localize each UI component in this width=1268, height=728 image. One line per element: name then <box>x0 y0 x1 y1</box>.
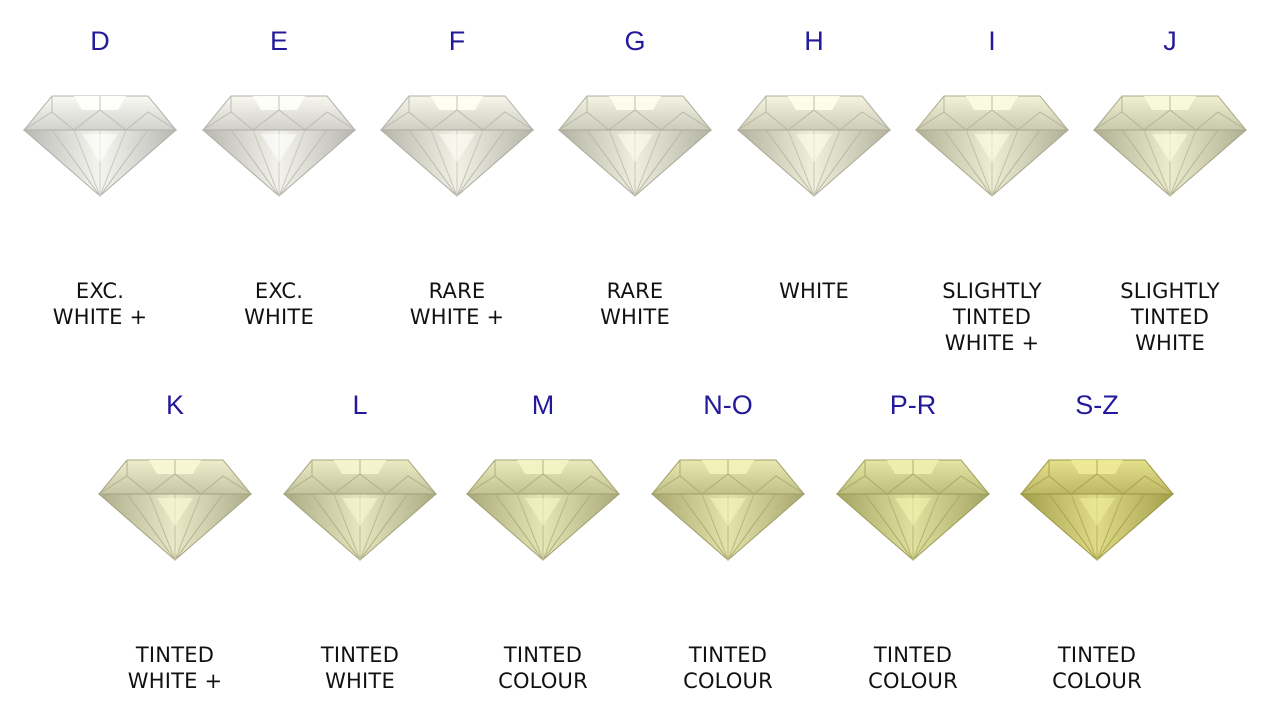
grade-letter: K <box>165 390 184 420</box>
grade-description-line: TINTED <box>503 643 583 667</box>
grade-description-line: TINTED <box>952 305 1032 329</box>
diamond-icon <box>22 92 178 202</box>
grade-letter: F <box>448 26 466 56</box>
grade-description-line: WHITE <box>600 305 670 329</box>
grade-description-line: TINTED <box>688 643 768 667</box>
grade-description: WHITE <box>724 278 904 304</box>
grade-letter: I <box>988 26 996 56</box>
diamond-icon <box>97 456 253 566</box>
diamond-icon <box>914 92 1070 202</box>
grade-description-line: TINTED <box>1057 643 1137 667</box>
grade-description: EXC.WHITE + <box>10 278 190 330</box>
grade-description-line: TINTED <box>873 643 953 667</box>
grade-description-line: WHITE + <box>409 305 505 329</box>
grade-description-line: WHITE + <box>127 669 223 693</box>
grade-description-line: EXC. <box>75 279 125 303</box>
diamond-icon <box>736 92 892 202</box>
grade-description-line: COLOUR <box>498 669 588 693</box>
grade-description-line: WHITE <box>1135 331 1205 355</box>
grade-letter: J <box>1163 26 1177 56</box>
grade-letter: G <box>624 26 646 56</box>
diamond-icon <box>465 456 621 566</box>
grade-letter: E <box>269 26 288 56</box>
diamond-icon <box>201 92 357 202</box>
grade-letter: N-O <box>703 390 753 420</box>
grade-description-line: COLOUR <box>1052 669 1142 693</box>
grade-description-line: TINTED <box>320 643 400 667</box>
diamond-icon <box>1019 456 1175 566</box>
grade-description-line: EXC. <box>254 279 304 303</box>
grade-description-line: SLIGHTLY <box>942 279 1042 303</box>
diamond-icon <box>650 456 806 566</box>
grade-description-line: WHITE + <box>944 331 1040 355</box>
grade-description-line: TINTED <box>1130 305 1210 329</box>
grade-description-line: TINTED <box>135 643 215 667</box>
grade-description-line: WHITE <box>779 279 849 303</box>
grade-letter: S-Z <box>1075 390 1119 420</box>
grade-description-line: SLIGHTLY <box>1120 279 1220 303</box>
grade-description-line: WHITE <box>325 669 395 693</box>
grade-letter: H <box>804 26 824 56</box>
grade-letter: P-R <box>889 390 937 420</box>
grade-description-line: RARE <box>606 279 664 303</box>
grade-description: EXC.WHITE <box>189 278 369 330</box>
grade-description-line: WHITE + <box>52 305 148 329</box>
diamond-icon <box>282 456 438 566</box>
grade-description-line: WHITE <box>244 305 314 329</box>
grade-description-line: COLOUR <box>868 669 958 693</box>
grade-letter: M <box>531 390 555 420</box>
grade-description-line: COLOUR <box>683 669 773 693</box>
diamond-icon <box>379 92 535 202</box>
diamond-icon <box>835 456 991 566</box>
grade-description-line: RARE <box>428 279 486 303</box>
diamond-icon <box>1092 92 1248 202</box>
grade-letter: L <box>352 390 368 420</box>
grade-letter: D <box>90 26 110 56</box>
diamond-icon <box>557 92 713 202</box>
